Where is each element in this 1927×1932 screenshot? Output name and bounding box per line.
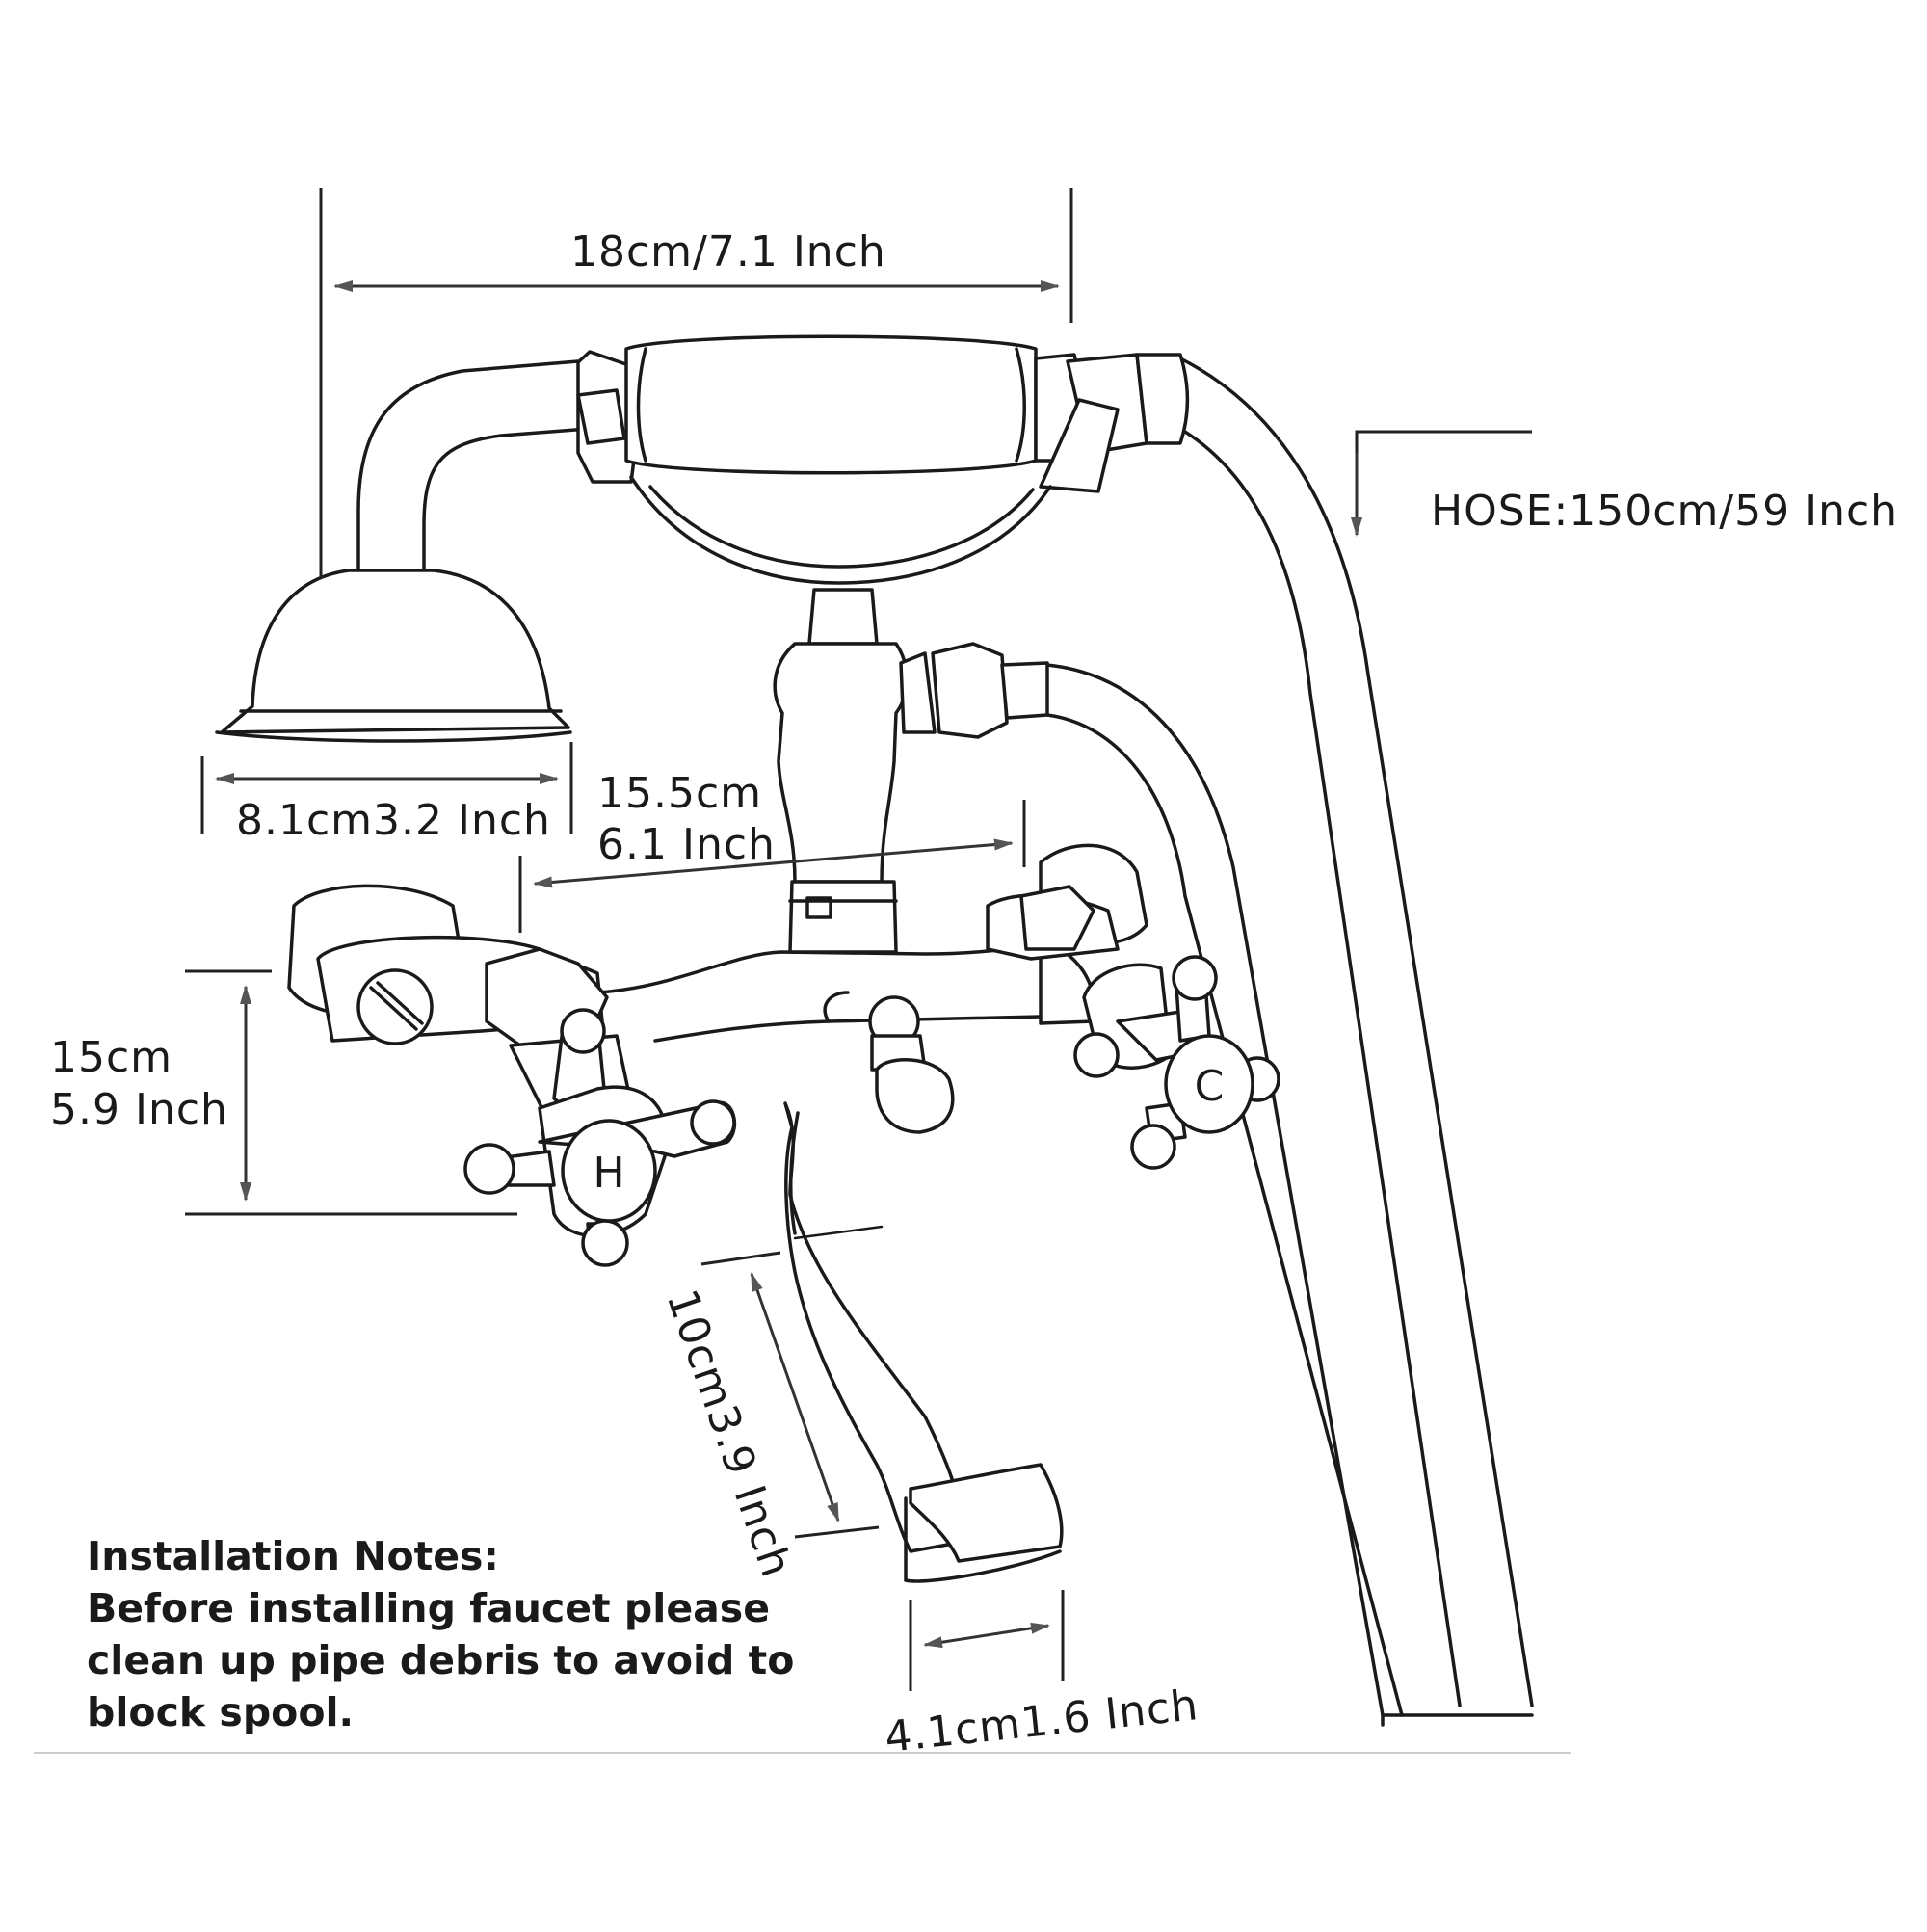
cold-label: C (1195, 1062, 1225, 1111)
diverter-knob (823, 991, 955, 1134)
hose-length-label: HOSE:150cm/59 Inch (1431, 487, 1898, 536)
body-height-in-label: 5.9 Inch (50, 1085, 228, 1134)
shower-hose (1045, 357, 1534, 1727)
bottom-divider (34, 1752, 1571, 1754)
notes-line-1: Before installing faucet please (87, 1585, 771, 1631)
hose-connector (899, 642, 1049, 739)
installation-notes: Installation Notes: Before installing fa… (87, 1530, 954, 1738)
right-wall-union (986, 843, 1148, 961)
left-wall-union (287, 884, 609, 1047)
hot-label: H (593, 1149, 624, 1198)
dimension-lines (185, 188, 1532, 1691)
center-spacing-in-label: 6.1 Inch (597, 820, 776, 869)
tub-spout (783, 1101, 1064, 1583)
notes-line-3: block spool. (87, 1689, 355, 1735)
shower-head (215, 569, 572, 743)
hot-handle: H (463, 1008, 737, 1267)
shower-arm (356, 359, 590, 572)
center-stem (773, 588, 909, 954)
center-spacing-cm-label: 15.5cm (597, 769, 762, 818)
notes-line-2: clean up pipe debris to avoid to (87, 1637, 795, 1683)
notes-title: Installation Notes: (87, 1533, 499, 1579)
shower-head-diameter-label: 8.1cm3.2 Inch (236, 796, 551, 845)
handset-width-label: 18cm/7.1 Inch (570, 227, 886, 277)
handset (576, 334, 1190, 585)
body-height-cm-label: 15cm (50, 1033, 172, 1082)
cold-handle: C (1073, 955, 1280, 1170)
